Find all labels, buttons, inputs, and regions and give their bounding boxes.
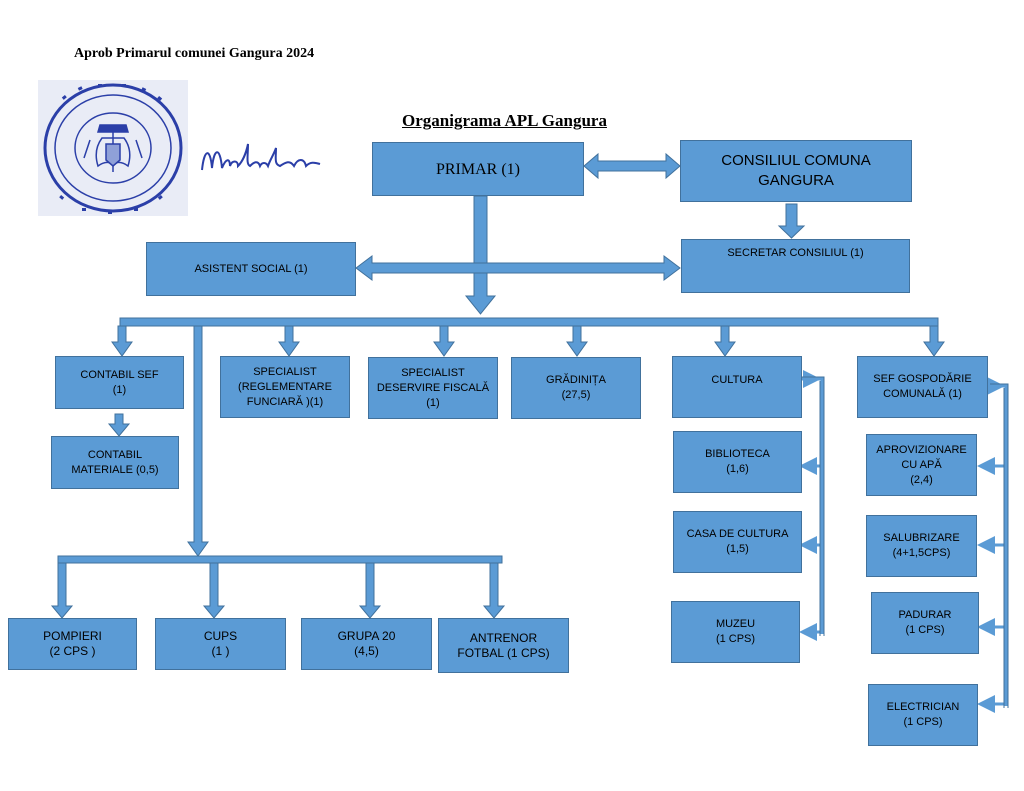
node-label: FUNCIARĂ )(1) [246,395,324,408]
node-label: PRIMAR (1) [435,160,520,178]
node-specialist-funciara[interactable]: SPECIALIST (REGLEMENTARE FUNCIARĂ )(1) [220,356,350,418]
node-consiliul[interactable]: CONSILIUL COMUNA GANGURA [680,140,912,202]
node-label: COMUNALĂ (1) [883,388,962,400]
node-label: (1,5) [726,543,749,555]
node-label: SPECIALIST [253,365,317,378]
node-contabil-sef[interactable]: CONTABIL SEF (1) [55,356,184,409]
arrow-primar-trunk [464,195,497,315]
node-label: BIBLIOTECA [705,448,770,460]
node-primar[interactable]: PRIMAR (1) [372,142,584,196]
node-label: (REGLEMENTARE [238,380,332,393]
node-label: ANTRENOR [469,630,538,645]
node-label: POMPIERI [43,629,102,643]
node-label: CONTABIL SEF [80,368,159,381]
node-pompieri[interactable]: POMPIERI (2 CPS ) [8,618,137,670]
chart-title: Organigrama APL Gangura [402,111,607,130]
node-label: (4+1,5CPS) [892,547,951,559]
node-biblioteca[interactable]: BIBLIOTECA (1,6) [673,431,802,493]
node-label: (1) [112,383,127,396]
node-padurar[interactable]: PADURAR (1 CPS) [871,592,979,654]
node-label: FOTBAL (1 CPS) [457,645,550,660]
node-label: GRĂDINIȚA [546,374,606,386]
node-label: DESERVIRE FISCALĂ [376,381,490,394]
node-label: CONTABIL [87,448,143,461]
node-label: CASA DE CULTURA [686,528,789,540]
node-label: CONSILIUL COMUNA [721,152,871,169]
main-bus [119,317,939,327]
node-gradinita[interactable]: GRĂDINIȚA (27,5) [511,357,641,419]
node-label: (2 CPS ) [49,644,96,658]
node-label: ELECTRICIAN [886,701,960,713]
node-muzeu[interactable]: MUZEU (1 CPS) [671,601,800,663]
node-label: SPECIALIST [401,366,465,379]
node-cultura[interactable]: CULTURA [672,356,802,418]
official-seal [38,80,188,216]
node-casa-de-cultura[interactable]: CASA DE CULTURA (1,5) [673,511,802,573]
node-label: (1 CPS) [715,633,756,645]
node-label: MUZEU [715,618,756,630]
node-label: (4,5) [354,644,379,658]
double-arrow-asistent-secretar [355,255,681,281]
double-arrow-primar-consiliul [583,152,681,180]
node-salubrizare[interactable]: SALUBRIZARE (4+1,5CPS) [866,515,977,577]
node-aprovizionare[interactable]: APROVIZIONARE CU APĂ (2,4) [866,434,977,496]
node-label: MATERIALE (0,5) [71,463,159,476]
node-label: (1 ) [211,644,230,658]
node-sef-gospodarie[interactable]: SEF GOSPODĂRIE COMUNALĂ (1) [857,356,988,418]
node-asistent-social[interactable]: ASISTENT SOCIAL (1) [146,242,356,296]
node-label: SALUBRIZARE [883,532,960,544]
node-label: (1 CPS) [903,716,943,728]
node-contabil-materiale[interactable]: CONTABIL MATERIALE (0,5) [51,436,179,489]
node-secretar[interactable]: SECRETAR CONSILIUL (1) [681,239,910,293]
lower-bus [57,555,503,564]
node-label: CU APĂ [901,458,942,471]
node-grupa-20[interactable]: GRUPA 20 (4,5) [301,618,432,670]
node-label: SEF GOSPODĂRIE [873,373,972,385]
node-label: PADURAR [898,609,952,621]
node-specialist-fiscala[interactable]: SPECIALIST DESERVIRE FISCALĂ (1) [368,357,498,419]
node-label: SECRETAR CONSILIUL (1) [727,247,864,259]
node-label: (1) [426,396,440,409]
node-label: (27,5) [561,389,591,401]
node-cups[interactable]: CUPS (1 ) [155,618,286,670]
node-label: GRUPA 20 [337,629,396,643]
arrow-consiliul-secretar [777,203,806,239]
node-antrenor-fotbal[interactable]: ANTRENOR FOTBAL (1 CPS) [438,618,569,673]
node-label: APROVIZIONARE [876,443,967,456]
node-label: (1 CPS) [905,624,945,636]
node-label: (1,6) [726,463,749,475]
node-label: ASISTENT SOCIAL (1) [194,262,308,275]
approval-caption: Aprob Primarul comunei Gangura 2024 [74,46,315,61]
node-label: CULTURA [711,374,763,386]
node-label: GANGURA [758,172,834,189]
signature [201,143,321,171]
node-label: CUPS [203,629,238,643]
node-electrician[interactable]: ELECTRICIAN (1 CPS) [868,684,978,746]
node-label: (2,4) [910,473,933,486]
